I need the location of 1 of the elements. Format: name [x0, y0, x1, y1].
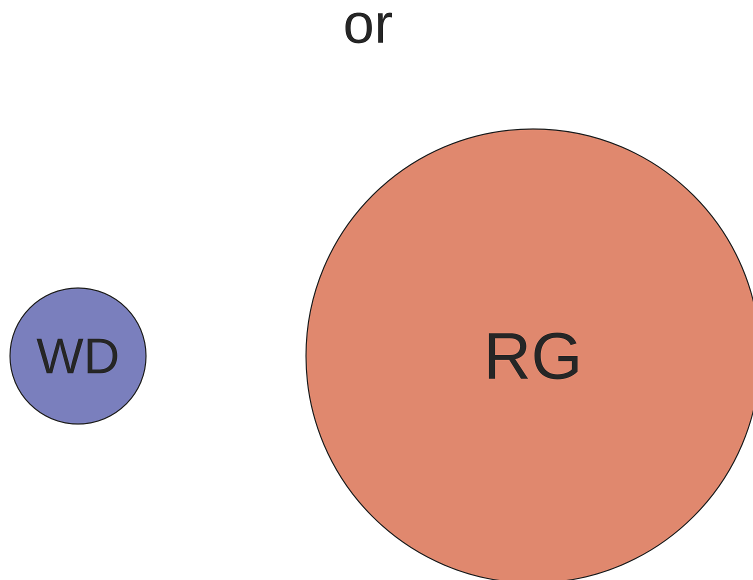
heading: or — [345, 12, 392, 44]
